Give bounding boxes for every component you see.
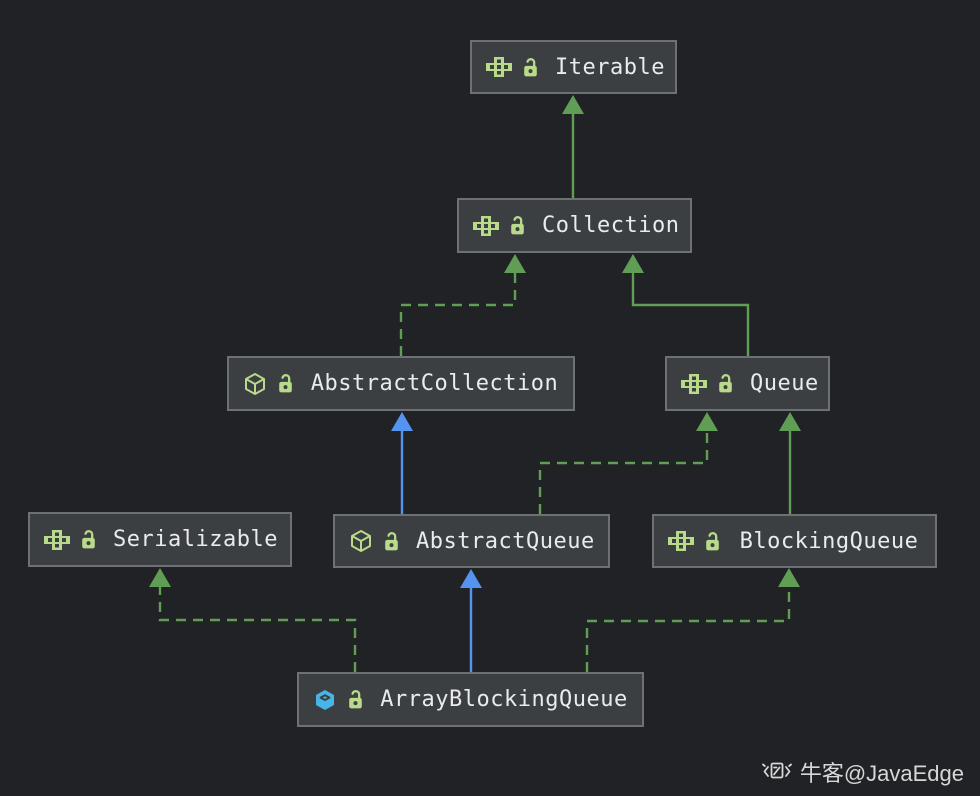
nowcoder-logo-icon (761, 759, 792, 785)
class-name-label: BlockingQueue (739, 528, 919, 554)
abstract-class-icon (243, 372, 267, 396)
interface-icon (486, 57, 512, 77)
node-array-blocking-queue[interactable]: ArrayBlockingQueue (297, 672, 644, 727)
node-abstract-collection[interactable]: AbstractCollection (227, 356, 575, 411)
interface-icon (681, 373, 707, 394)
watermark-text: 牛客@JavaEdge (799, 761, 964, 786)
watermark: 牛客@JavaEdge (761, 756, 964, 788)
node-blocking-queue[interactable]: BlockingQueue (652, 514, 937, 568)
class-icon (313, 688, 337, 712)
class-name-label: ArrayBlockingQueue (380, 687, 628, 712)
lock-icon (522, 57, 539, 78)
lock-icon (347, 689, 364, 710)
lock-icon (383, 531, 400, 552)
lock-icon (277, 373, 294, 394)
class-name-label: Iterable (555, 54, 665, 80)
lock-icon (704, 531, 721, 552)
node-abstract-queue[interactable]: AbstractQueue (333, 514, 610, 568)
interface-icon (44, 529, 70, 550)
class-name-label: AbstractQueue (416, 528, 595, 554)
node-queue[interactable]: Queue (665, 356, 830, 411)
node-collection[interactable]: Collection (457, 198, 692, 253)
interface-icon (473, 215, 499, 236)
node-serializable[interactable]: Serializable (28, 512, 292, 567)
class-name-label: AbstractCollection (310, 371, 559, 396)
lock-icon (717, 373, 734, 394)
class-name-label: Queue (750, 371, 819, 396)
node-iterable[interactable]: Iterable (470, 40, 677, 94)
lock-icon (509, 215, 526, 236)
interface-icon (668, 531, 694, 551)
abstract-class-icon (349, 529, 373, 553)
class-name-label: Collection (542, 213, 680, 238)
lock-icon (80, 529, 97, 550)
class-name-label: Serializable (113, 527, 278, 552)
